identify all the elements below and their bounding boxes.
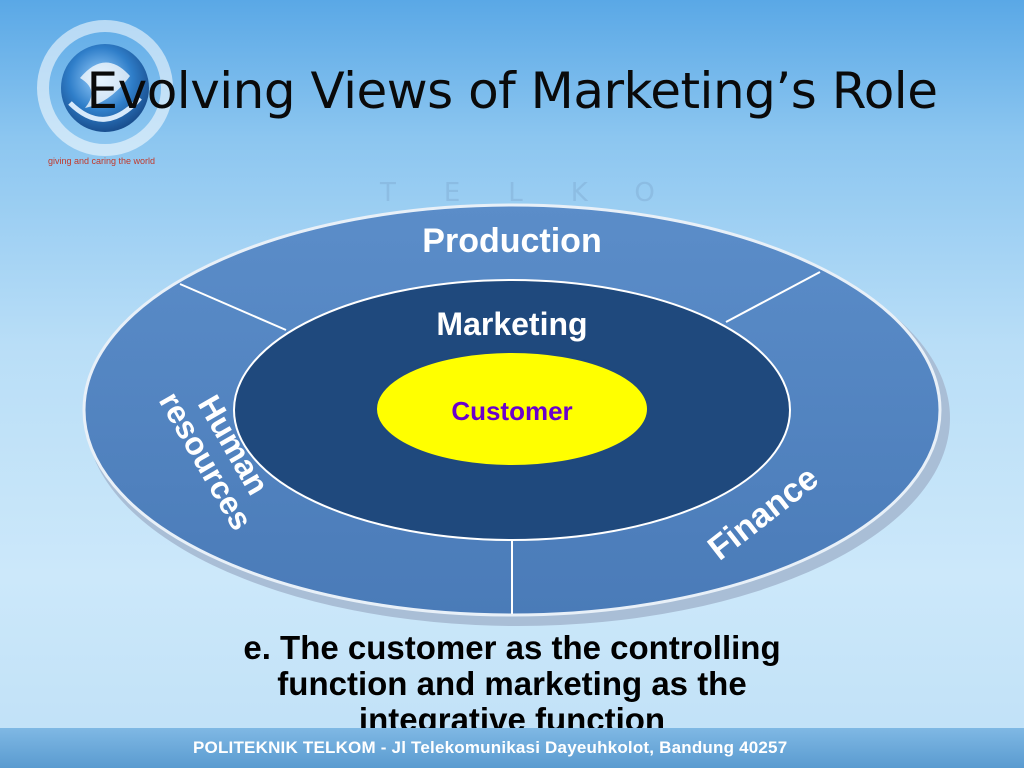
divider-top-right — [725, 271, 821, 323]
label-marketing: Marketing — [436, 306, 587, 342]
footer-bar: POLITEKNIK TELKOM - Jl Telekomunikasi Da… — [0, 728, 1024, 768]
telkom-logo — [37, 20, 173, 156]
slide-title: Evolving Views of Marketing’s Role — [86, 62, 938, 120]
watermark-text: TELKO — [380, 178, 703, 208]
logo-tagline: giving and caring the world — [48, 156, 156, 166]
caption-line-2: function and marketing as the — [277, 665, 747, 702]
slide-caption: e. The customer as the controlling funct… — [160, 630, 864, 738]
label-production: Production — [422, 222, 601, 260]
divider-top-left — [179, 283, 287, 331]
center-ellipse — [375, 351, 649, 467]
footer-text: POLITEKNIK TELKOM - Jl Telekomunikasi Da… — [193, 738, 788, 757]
caption-line-1: e. The customer as the controlling — [243, 629, 781, 666]
label-customer: Customer — [451, 396, 572, 426]
